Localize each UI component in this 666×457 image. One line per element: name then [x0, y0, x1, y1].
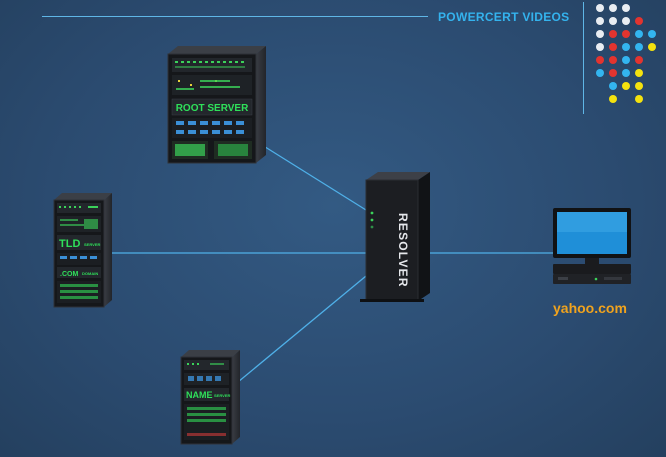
decorative-dot	[622, 30, 630, 38]
resolver-label: RESOLVER	[396, 213, 410, 288]
decorative-dot	[635, 56, 643, 64]
client-domain-label: yahoo.com	[553, 300, 627, 316]
decorative-dot	[635, 95, 643, 103]
name-server-sub-label: SERVER	[214, 393, 230, 398]
tld-label: TLD	[59, 238, 80, 250]
decorative-dot	[635, 82, 643, 90]
root-server-label: ROOT SERVER	[176, 103, 249, 114]
decorative-dot	[596, 43, 604, 51]
decorative-dot-grid	[590, 0, 666, 110]
decorative-dot	[648, 30, 656, 38]
decorative-dot	[596, 56, 604, 64]
decorative-dot	[622, 17, 630, 25]
decorative-dot	[609, 69, 617, 77]
tld-domain-sub: DOMAIN	[82, 271, 98, 276]
decorative-dot	[609, 17, 617, 25]
decorative-dot	[596, 17, 604, 25]
decorative-dot	[635, 69, 643, 77]
brand-divider	[583, 2, 584, 114]
tld-server-rack: TLD SERVER .COM DOMAIN	[53, 193, 112, 308]
header-rule	[42, 16, 428, 17]
decorative-dot	[622, 56, 630, 64]
client-computer	[553, 208, 631, 284]
decorative-dot	[622, 82, 630, 90]
link-root-resolver	[261, 144, 367, 211]
link-name-resolver	[237, 275, 367, 383]
decorative-dot	[596, 30, 604, 38]
decorative-dot	[609, 95, 617, 103]
decorative-dot	[609, 4, 617, 12]
tld-sub-label: SERVER	[84, 242, 100, 247]
decorative-dot	[635, 17, 643, 25]
name-server-rack: NAME SERVER	[180, 350, 240, 445]
decorative-dot	[596, 69, 604, 77]
decorative-dot	[609, 30, 617, 38]
resolver-server: RESOLVER	[360, 172, 430, 302]
decorative-dot	[596, 4, 604, 12]
tld-domain-label: .COM	[60, 271, 78, 278]
decorative-dot	[609, 82, 617, 90]
decorative-dot	[635, 30, 643, 38]
root-server-rack: ROOT SERVER	[167, 46, 266, 164]
name-server-label: NAME	[186, 390, 213, 400]
brand-title: POWERCERT VIDEOS	[438, 10, 570, 24]
decorative-dot	[635, 43, 643, 51]
decorative-dot	[609, 56, 617, 64]
decorative-dot	[622, 69, 630, 77]
decorative-dot	[622, 43, 630, 51]
decorative-dot	[622, 4, 630, 12]
decorative-dot	[648, 43, 656, 51]
decorative-dot	[609, 43, 617, 51]
